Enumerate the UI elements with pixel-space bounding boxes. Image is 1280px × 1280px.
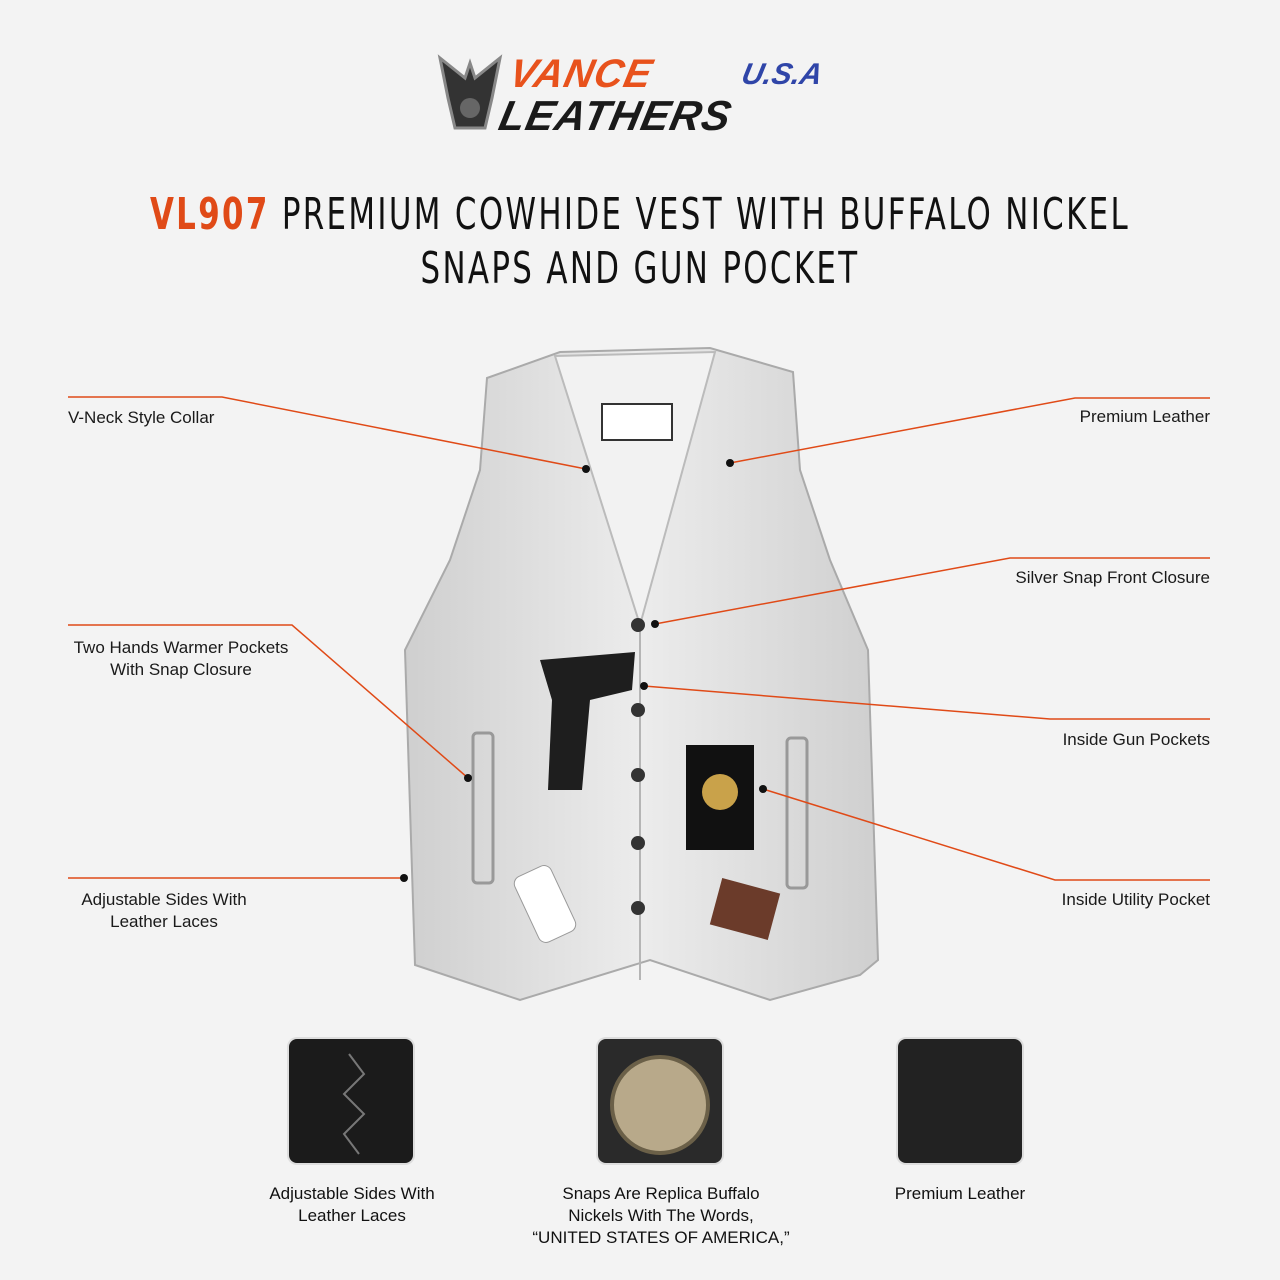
- caption-line: Nickels With The Words,: [568, 1206, 754, 1225]
- brand-logo: VANCE U.S.A LEATHERS: [430, 44, 850, 139]
- callout-lines: [68, 396, 1210, 881]
- phone-image: [513, 865, 577, 943]
- page-title: VL907 PREMIUM COWHIDE VEST WITH BUFFALO …: [141, 188, 1139, 296]
- detail-nickel-snap-image: [598, 1039, 722, 1163]
- detail-laces-image: [289, 1039, 413, 1163]
- caption-line: Premium Leather: [894, 1184, 1026, 1203]
- callout-v-neck: V-Neck Style Collar: [68, 408, 215, 427]
- caption-line: Snaps Are Replica Buffalo: [562, 1184, 760, 1203]
- callout-adjustable-line-1: Adjustable Sides With: [81, 890, 247, 909]
- title-line-1: PREMIUM COWHIDE VEST WITH BUFFALO NICKEL: [269, 189, 1131, 240]
- detail-leather-image: [898, 1039, 1022, 1163]
- product-code: VL907: [149, 189, 270, 240]
- caption-line: “UNITED STATES OF AMERICA,”: [532, 1228, 790, 1247]
- callout-dots: [400, 459, 767, 882]
- detail-caption-leather: Premium Leather: [800, 1183, 1120, 1205]
- caption-line: Adjustable Sides With: [269, 1184, 435, 1203]
- callout-utility-pocket: Inside Utility Pocket: [1061, 890, 1210, 909]
- wallet-image: [709, 878, 781, 940]
- callout-hand-warmer-line-1: Two Hands Warmer Pockets: [73, 638, 289, 657]
- callout-silver-snap: Silver Snap Front Closure: [1015, 568, 1210, 587]
- caption-line: Leather Laces: [298, 1206, 406, 1225]
- callout-hand-warmer-line-2: With Snap Closure: [110, 660, 252, 679]
- title-line-2: SNAPS AND GUN POCKET: [420, 243, 860, 294]
- vest-image: [403, 346, 880, 1002]
- callout-gun-pockets: Inside Gun Pockets: [1062, 730, 1210, 749]
- callout-premium-leather: Premium Leather: [1079, 407, 1210, 426]
- callout-adjustable-line-2: Leather Laces: [110, 912, 218, 931]
- engine-icon: [437, 54, 503, 130]
- gun-image: [540, 652, 635, 790]
